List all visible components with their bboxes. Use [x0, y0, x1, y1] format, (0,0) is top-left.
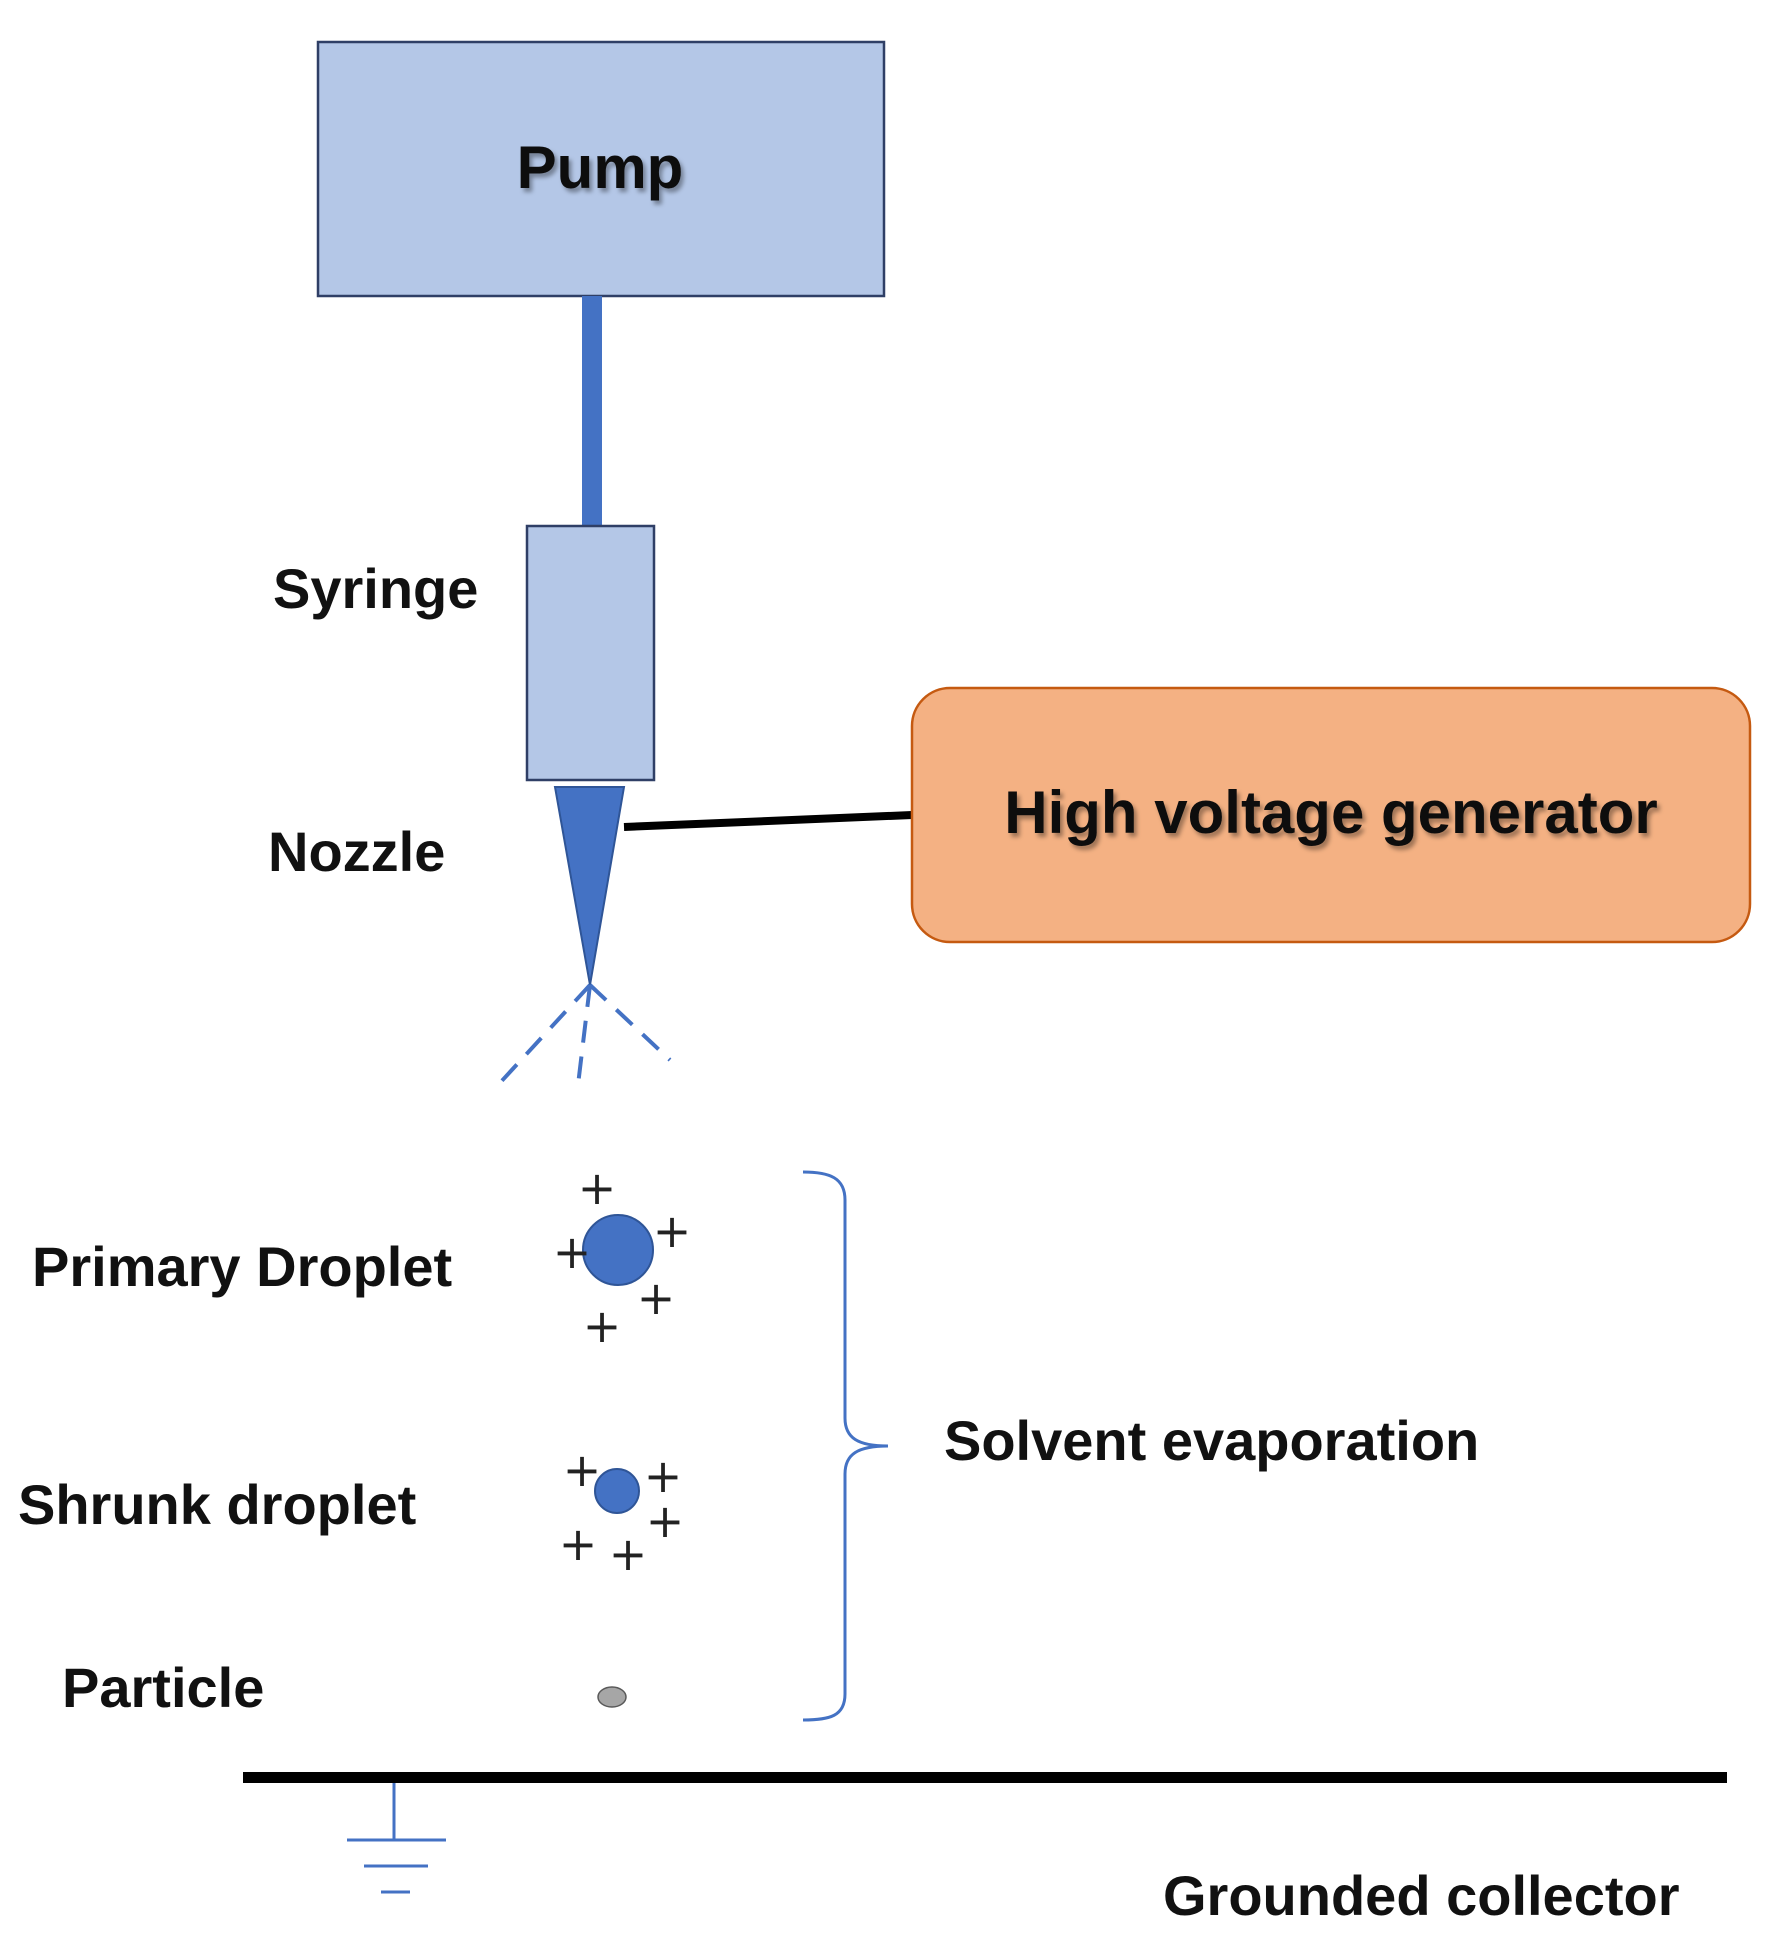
- solvent-evaporation-label: Solvent evaporation: [944, 1409, 1479, 1472]
- feed-tube: [582, 296, 602, 526]
- ground-icon: [347, 1783, 446, 1894]
- svg-text:+: +: [553, 1225, 592, 1279]
- grounded-collector-label: Grounded collector: [1163, 1864, 1680, 1927]
- pump-box: [316, 40, 886, 298]
- primary-droplet: [582, 1214, 654, 1286]
- svg-text:+: +: [583, 1299, 622, 1353]
- primary-droplet-label: Primary Droplet: [32, 1235, 452, 1298]
- syringe-label: Syringe: [273, 557, 478, 620]
- svg-text:+: +: [644, 1449, 683, 1503]
- svg-text:+: +: [578, 1161, 617, 1215]
- high-voltage-generator-label: High voltage generator: [1004, 779, 1657, 846]
- shrunk-droplet-charges: + + + + +: [559, 1443, 685, 1581]
- particle-dot: [597, 1686, 627, 1708]
- nozzle-label: Nozzle: [268, 820, 445, 883]
- particle-label: Particle: [62, 1656, 264, 1719]
- svg-text:+: +: [609, 1527, 648, 1581]
- nozzle-cone: [553, 786, 626, 986]
- svg-text:+: +: [637, 1271, 676, 1325]
- svg-text:+: +: [653, 1204, 692, 1258]
- hv-wire: [623, 811, 913, 831]
- solvent-evaporation-bracket: [802, 1170, 889, 1722]
- svg-text:+: +: [559, 1517, 598, 1571]
- svg-text:+: +: [646, 1494, 685, 1548]
- spray-lines: [496, 983, 672, 1087]
- shrunk-droplet-label: Shrunk droplet: [18, 1473, 416, 1536]
- pump-label: Pump: [517, 134, 684, 201]
- syringe-body: [525, 524, 656, 782]
- collector-plate: [243, 1772, 1727, 1783]
- shrunk-droplet: [594, 1468, 640, 1514]
- primary-droplet-charges: + + + + +: [553, 1161, 692, 1353]
- svg-text:+: +: [563, 1443, 602, 1497]
- high-voltage-generator-box: [910, 686, 1752, 944]
